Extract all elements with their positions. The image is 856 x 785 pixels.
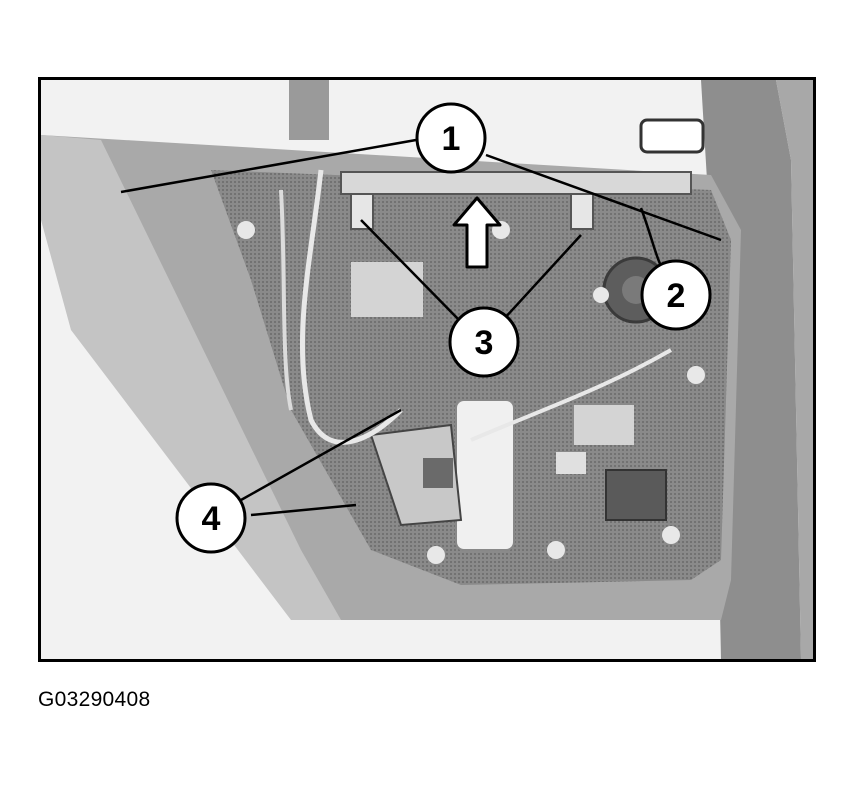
door-illustration: 1 2 3 4 — [41, 80, 813, 659]
lock-module — [369, 423, 463, 527]
mirror — [639, 118, 705, 154]
figure-id: G03290408 — [38, 688, 151, 711]
callout-3: 3 — [448, 306, 520, 378]
bracket-left — [350, 193, 374, 230]
mount-hole — [547, 541, 565, 559]
mount-hole — [593, 287, 609, 303]
handle-recess — [605, 469, 667, 521]
callout-4-label: 4 — [202, 500, 221, 538]
callout-1: 1 — [415, 102, 487, 174]
regulator-motor — [455, 399, 515, 551]
mount-hole — [427, 546, 445, 564]
inner-panel — [211, 170, 731, 585]
window-rail — [340, 171, 692, 195]
mount-hole — [662, 526, 680, 544]
bracket-right — [570, 193, 594, 230]
door-edge — [41, 135, 341, 620]
door-pillar-edge — [776, 80, 813, 659]
cable-3 — [470, 348, 672, 442]
cable-2 — [279, 189, 293, 411]
window-post — [289, 80, 329, 140]
panel-patch-2 — [574, 405, 634, 445]
panel-patch-3 — [556, 452, 586, 474]
callout-3-label: 3 — [475, 324, 494, 362]
cable-1 — [299, 169, 403, 445]
callout-2-label: 2 — [667, 277, 686, 315]
panel-patch-1 — [351, 262, 423, 317]
callout-4: 4 — [175, 482, 247, 554]
arrow-up-icon — [452, 196, 502, 269]
mount-hole — [237, 221, 255, 239]
mount-hole — [687, 366, 705, 384]
diagram-frame: 1 2 3 4 — [38, 77, 816, 662]
lock-connector — [423, 458, 453, 488]
callout-1-label: 1 — [442, 120, 461, 158]
callout-2: 2 — [640, 259, 712, 331]
leader-lines — [120, 138, 722, 517]
